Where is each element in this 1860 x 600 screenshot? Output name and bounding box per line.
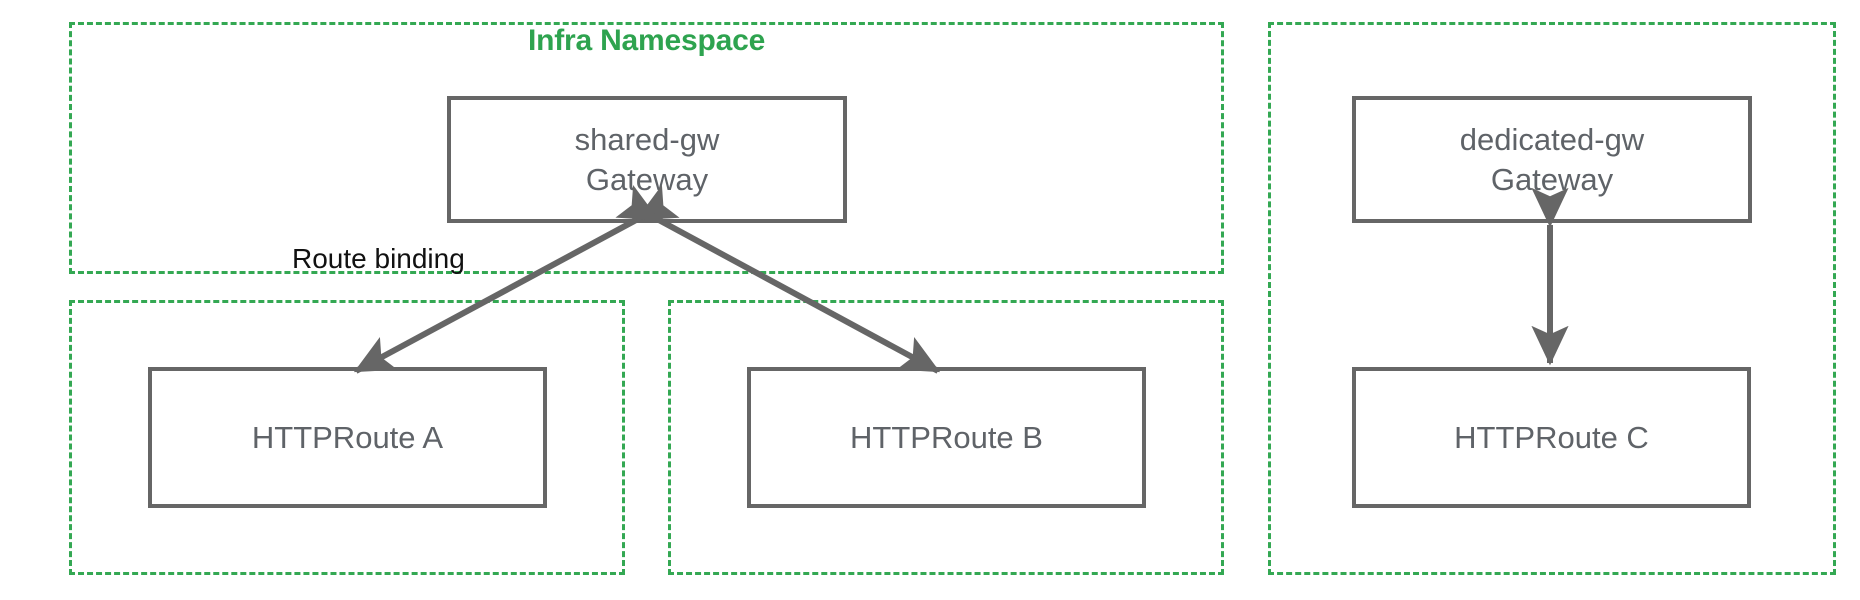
edge-label-route-binding: Route binding (292, 243, 465, 274)
node-shared-gw[interactable]: shared-gw Gateway (447, 96, 847, 223)
namespace-box-a (69, 300, 625, 575)
namespace-box-b (668, 300, 1224, 575)
namespace-label-infra: Infra Namespace (527, 24, 766, 57)
node-shared-gw-name: shared-gw (574, 121, 720, 157)
node-httproute-b[interactable]: HTTPRoute B (747, 367, 1146, 508)
namespace-box-c (1268, 22, 1836, 575)
node-dedicated-gw[interactable]: dedicated-gw Gateway (1352, 96, 1752, 223)
node-httproute-c[interactable]: HTTPRoute C (1352, 367, 1751, 508)
node-dedicated-gw-name: dedicated-gw (1459, 121, 1645, 157)
node-httproute-a-label: HTTPRoute A (251, 419, 444, 455)
node-httproute-b-label: HTTPRoute B (850, 419, 1043, 455)
node-httproute-a[interactable]: HTTPRoute A (148, 367, 547, 508)
node-dedicated-gw-kind: Gateway (1490, 161, 1614, 197)
node-shared-gw-kind: Gateway (585, 161, 709, 197)
node-httproute-c-label: HTTPRoute C (1454, 419, 1649, 455)
